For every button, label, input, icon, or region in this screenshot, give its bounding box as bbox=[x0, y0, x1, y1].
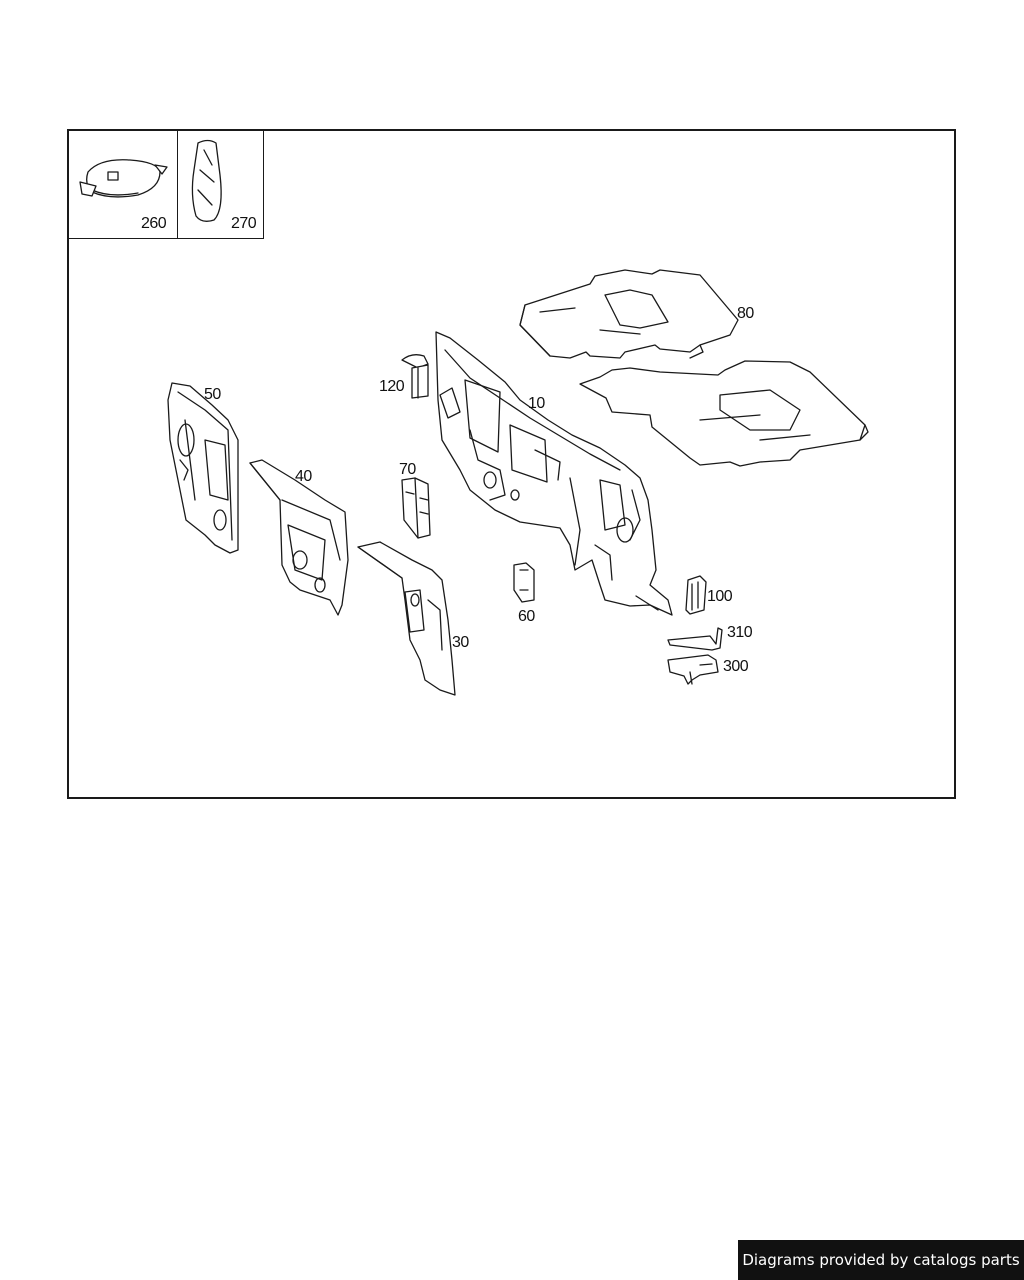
callout-120: 120 bbox=[379, 378, 405, 395]
part-50-drawing[interactable] bbox=[167, 382, 239, 554]
part-10-drawing[interactable] bbox=[435, 331, 673, 616]
part-260-drawing[interactable] bbox=[79, 159, 168, 198]
part-300-drawing[interactable] bbox=[667, 654, 719, 685]
part-100-drawing[interactable] bbox=[685, 575, 707, 615]
part-80-drawing[interactable] bbox=[519, 269, 869, 467]
part-310-drawing[interactable] bbox=[667, 627, 723, 651]
callout-310: 310 bbox=[727, 624, 753, 641]
part-270-drawing[interactable] bbox=[191, 139, 222, 222]
callout-100: 100 bbox=[707, 588, 733, 605]
callout-70: 70 bbox=[399, 461, 416, 478]
part-30-drawing[interactable] bbox=[357, 541, 456, 696]
part-70-drawing[interactable] bbox=[401, 477, 431, 539]
callout-40: 40 bbox=[295, 468, 312, 485]
inset-box-270 bbox=[177, 129, 264, 239]
part-60-drawing[interactable] bbox=[513, 562, 535, 603]
part-120-drawing[interactable] bbox=[401, 354, 429, 399]
part-40-drawing[interactable] bbox=[249, 459, 349, 616]
diagram-frame bbox=[67, 129, 956, 799]
callout-80: 80 bbox=[737, 305, 754, 322]
callout-260: 260 bbox=[141, 215, 167, 232]
watermark-badge: Diagrams provided by catalogs parts bbox=[738, 1240, 1024, 1280]
callout-60: 60 bbox=[518, 608, 535, 625]
inset-box-260 bbox=[67, 129, 178, 239]
callout-50: 50 bbox=[204, 386, 221, 403]
callout-270: 270 bbox=[231, 215, 257, 232]
callout-30: 30 bbox=[452, 634, 469, 651]
callout-300: 300 bbox=[723, 658, 749, 675]
callout-10: 10 bbox=[528, 395, 545, 412]
